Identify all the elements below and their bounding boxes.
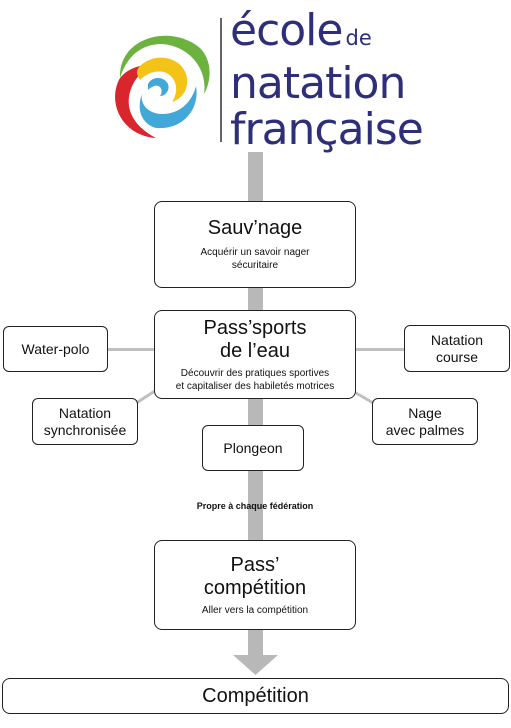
node-sauvnage-subtitle: Acquérir un savoir nager sécuritaire — [200, 247, 310, 271]
connector-natation-course — [356, 348, 404, 351]
connector-passcompetition-arrow-shaft — [248, 629, 263, 657]
connector-waterpolo — [108, 348, 156, 351]
node-sauvnage-title: Sauv’nage — [207, 217, 303, 239]
node-passcompetition-subtitle: Aller vers la compétition — [201, 604, 309, 616]
node-passsports: Pass’sports de l’eau Découvrir des prati… — [154, 310, 356, 399]
logo-line1-suffix: de — [345, 26, 372, 50]
node-passsports-title: Pass’sports de l’eau — [203, 316, 307, 362]
node-natation-synchro-label: Natation synchronisée — [43, 404, 127, 438]
logo-divider — [220, 18, 222, 142]
node-waterpolo-label: Water-polo — [21, 340, 90, 357]
logo-line1: école — [230, 5, 343, 56]
node-waterpolo: Water-polo — [3, 326, 108, 372]
node-natation-course-label: Natation course — [430, 331, 484, 365]
node-passsports-subtitle: Découvrir des pratiques sportives et cap… — [175, 367, 335, 392]
note-federation: Propre à chaque fédération — [196, 501, 314, 511]
node-natation-course: Natation course — [404, 325, 510, 372]
logo-line2: natation — [230, 58, 406, 109]
node-natation-synchro: Natation synchronisée — [32, 398, 138, 445]
node-sauvnage: Sauv’nage Acquérir un savoir nager sécur… — [154, 201, 356, 288]
arrow-down-icon — [233, 655, 278, 675]
connector-sauvnage-passsports — [248, 286, 263, 312]
logo-line3: française — [230, 104, 424, 155]
node-competition-title: Compétition — [202, 684, 309, 707]
node-nage-palmes-label: Nage avec palmes — [385, 404, 465, 438]
node-nage-palmes: Nage avec palmes — [372, 398, 478, 445]
node-passcompetition-title: Pass’ compétition — [203, 553, 307, 599]
logo-swirl-icon — [115, 35, 210, 138]
node-plongeon: Plongeon — [202, 425, 304, 471]
node-plongeon-label: Plongeon — [223, 439, 283, 456]
node-passcompetition: Pass’ compétition Aller vers la compétit… — [154, 540, 356, 630]
connector-logo-sauvnage — [248, 152, 263, 202]
node-competition: Compétition — [2, 678, 509, 714]
